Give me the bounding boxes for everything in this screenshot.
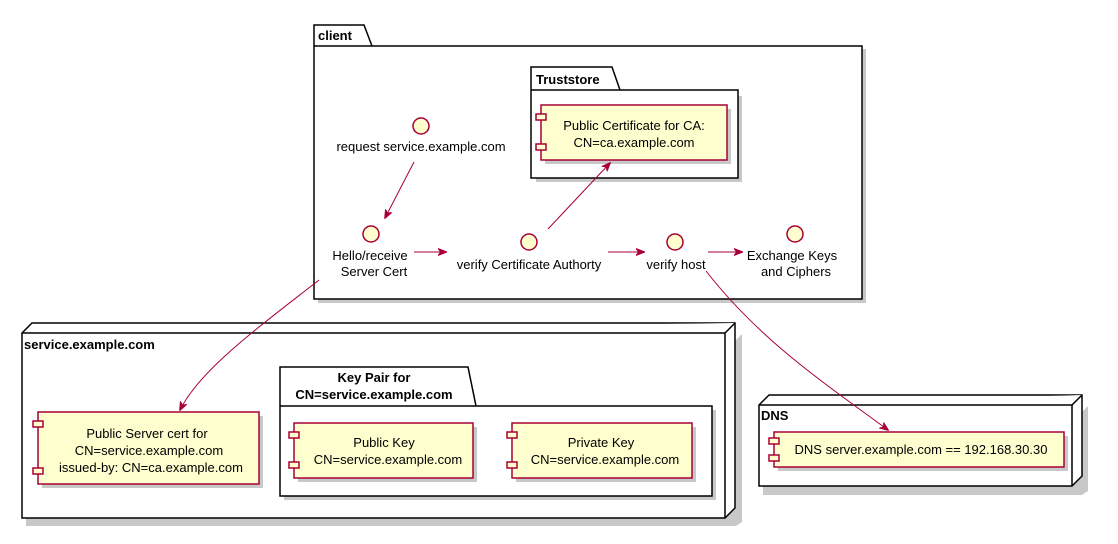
interface-hello-line1: Hello/receive: [332, 248, 407, 263]
interface-exchange-line2: and Ciphers: [761, 264, 832, 279]
package-client-title: client: [318, 28, 353, 43]
link-request-to-hello: [385, 161, 415, 218]
component-private-key[interactable]: Private Key CN=service.example.com: [506, 422, 696, 482]
interface-hello-circle[interactable]: [362, 225, 380, 243]
interface-exchange[interactable]: Exchange Keys and Ciphers: [747, 225, 838, 279]
server-cert-line1: Public Server cert for: [86, 426, 208, 441]
component-dns-server[interactable]: DNS server.example.com == 192.168.30.30: [768, 431, 1068, 471]
interface-exchange-line1: Exchange Keys: [747, 248, 838, 263]
interface-verify-ca-label: verify Certificate Authorty: [457, 257, 602, 272]
interface-verify-host-circle[interactable]: [666, 233, 684, 251]
interface-request-circle[interactable]: [412, 117, 430, 135]
link-hello-to-server-cert: [180, 279, 320, 410]
component-public-key[interactable]: Public Key CN=service.example.com: [288, 422, 477, 482]
link-verify-ca-to-ca-cert: [547, 163, 610, 230]
links: [180, 162, 888, 430]
public-key-line2: CN=service.example.com: [314, 452, 462, 467]
link-verify-host-to-dns: [705, 270, 888, 430]
node-dns-title: DNS: [761, 408, 789, 423]
interface-request-label: request service.example.com: [336, 139, 505, 154]
package-keypair-title-line1: Key Pair for: [338, 370, 411, 385]
node-service-title: service.example.com: [24, 337, 155, 352]
interface-verify-host-label: verify host: [646, 257, 706, 272]
component-ca-cert[interactable]: Public Certificate for CA: CN=ca.example…: [535, 104, 731, 164]
package-keypair-title-line2: CN=service.example.com: [295, 387, 452, 402]
ca-cert-line1: Public Certificate for CA:: [563, 118, 705, 133]
interface-request[interactable]: request service.example.com: [336, 117, 506, 154]
interface-verify-ca-circle[interactable]: [520, 233, 538, 251]
interface-hello[interactable]: Hello/receive Server Cert: [332, 225, 408, 279]
interface-hello-line2: Server Cert: [341, 264, 408, 279]
dns-server-label: DNS server.example.com == 192.168.30.30: [795, 442, 1048, 457]
server-cert-line2: CN=service.example.com: [75, 443, 223, 458]
interface-exchange-circle[interactable]: [786, 225, 804, 243]
public-key-line1: Public Key: [353, 435, 415, 450]
interface-verify-host[interactable]: verify host: [646, 233, 706, 272]
private-key-line2: CN=service.example.com: [531, 452, 679, 467]
ca-cert-line2: CN=ca.example.com: [573, 135, 694, 150]
component-server-cert[interactable]: Public Server cert for CN=service.exampl…: [32, 411, 263, 488]
interface-verify-ca[interactable]: verify Certificate Authorty: [457, 233, 602, 272]
package-truststore-title: Truststore: [536, 72, 600, 87]
private-key-line1: Private Key: [568, 435, 635, 450]
server-cert-line3: issued-by: CN=ca.example.com: [59, 460, 243, 475]
